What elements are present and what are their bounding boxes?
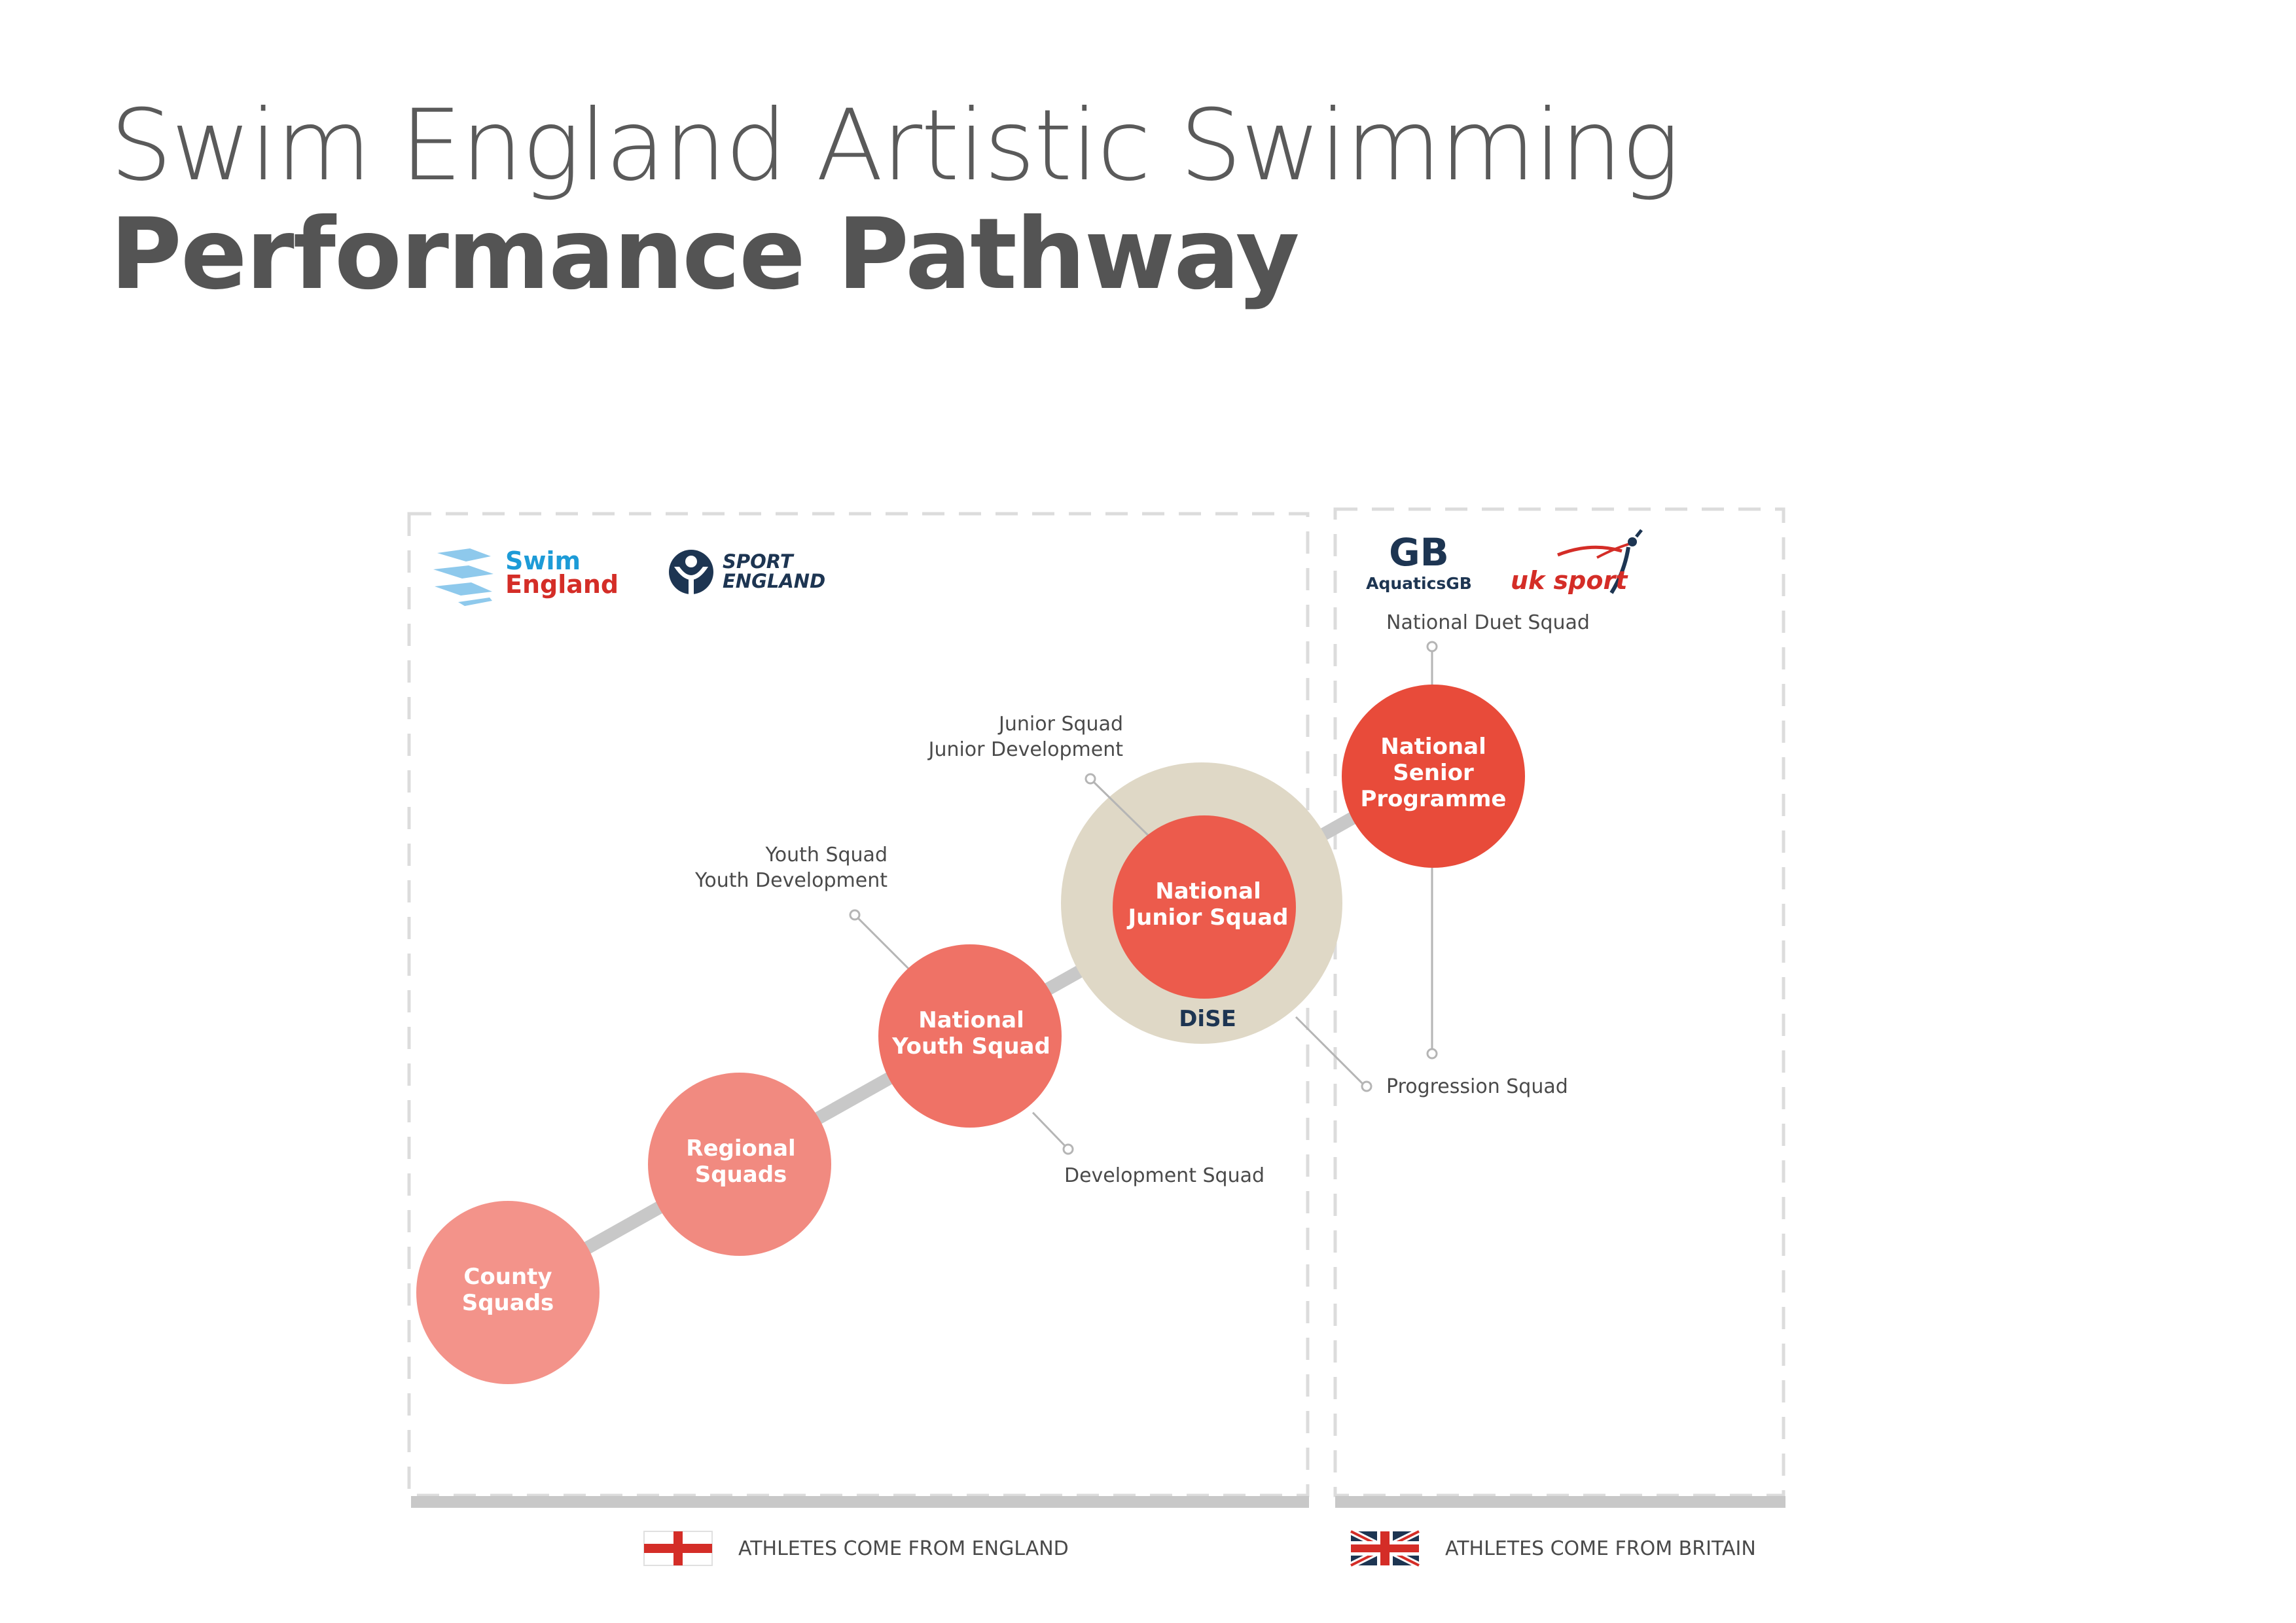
stage-regional: Regional Squads bbox=[648, 1073, 831, 1256]
aquatics-gb-logo: GB AquaticsGB bbox=[1366, 530, 1472, 593]
page-title-line2: Performance Pathway bbox=[110, 198, 1300, 312]
annotation-national-duet-squad: National Duet Squad bbox=[1386, 611, 1590, 634]
stage-label-line: National bbox=[1380, 734, 1486, 760]
sport-england-emblem-icon bbox=[669, 550, 713, 596]
stage-label-line: Senior bbox=[1393, 760, 1474, 786]
dise-label: DiSE bbox=[1179, 1006, 1236, 1032]
footer-england-label: ATHLETES COME FROM ENGLAND bbox=[738, 1537, 1069, 1560]
stage-label-line: Regional bbox=[686, 1135, 795, 1162]
stage-label-line: National bbox=[1155, 878, 1261, 904]
sport-england-line2: ENGLAND bbox=[723, 570, 825, 592]
stage-circle bbox=[878, 944, 1062, 1128]
uk-sport-text: uk sport bbox=[1511, 566, 1628, 595]
stage-circle bbox=[648, 1073, 831, 1256]
stage-youth: National Youth Squad bbox=[878, 944, 1062, 1128]
footer-britain-label: ATHLETES COME FROM BRITAIN bbox=[1445, 1537, 1756, 1560]
stage-label-line: National bbox=[918, 1007, 1024, 1033]
stage-label-line: County bbox=[463, 1264, 552, 1290]
aquatics-gb-mark-icon: GB bbox=[1389, 530, 1449, 575]
uk-flag-icon bbox=[1349, 1528, 1421, 1569]
britain-region-box bbox=[1333, 507, 1785, 1497]
sport-england-line1: SPORT bbox=[723, 550, 795, 573]
leader-dots bbox=[849, 641, 1438, 1155]
stage-circle bbox=[1113, 815, 1296, 999]
britain-bottom-bar bbox=[1335, 1496, 1785, 1508]
annotation-youth-development: Youth Development bbox=[694, 869, 888, 892]
sport-england-logo: SPORT ENGLAND bbox=[669, 550, 825, 596]
uk-sport-logo: uk sport bbox=[1511, 529, 1643, 595]
england-bottom-bar bbox=[411, 1496, 1309, 1508]
annotation-progression-squad: Progression Squad bbox=[1386, 1075, 1568, 1098]
stage-senior: National Senior Programme bbox=[1342, 685, 1525, 868]
annotation-youth-squad: Youth Squad bbox=[764, 844, 888, 866]
annotation-junior-squad: Junior Squad bbox=[997, 713, 1123, 736]
annotation-development-squad: Development Squad bbox=[1064, 1164, 1265, 1187]
stage-label-line: Junior Squad bbox=[1127, 904, 1289, 931]
stage-circle bbox=[1342, 685, 1525, 868]
swim-england-logo: Swim England bbox=[433, 546, 619, 606]
england-region-box bbox=[407, 512, 1310, 1497]
annotations: Junior Squad Junior Development Youth Sq… bbox=[694, 611, 1590, 1187]
swim-england-wave-icon bbox=[433, 548, 493, 606]
page-title-line1: Swim England Artistic Swimming bbox=[110, 89, 1680, 203]
stage-label-line: Squads bbox=[462, 1290, 554, 1316]
stage-label-line: Youth Squad bbox=[891, 1033, 1050, 1060]
stage-label-line: Squads bbox=[695, 1162, 787, 1188]
aquatics-gb-text: AquaticsGB bbox=[1366, 574, 1472, 593]
england-flag-icon bbox=[643, 1531, 713, 1566]
uk-sport-athlete-icon bbox=[1557, 529, 1643, 594]
stage-circle bbox=[416, 1201, 600, 1384]
annotation-junior-development: Junior Development bbox=[927, 738, 1124, 761]
stage-label-line: Programme bbox=[1360, 786, 1506, 812]
swim-england-line1: Swim bbox=[505, 546, 581, 575]
stage-junior: National Junior Squad bbox=[1113, 815, 1296, 999]
stage-county: County Squads bbox=[416, 1201, 600, 1384]
leader-lines bbox=[853, 648, 1433, 1150]
swim-england-line2: England bbox=[505, 570, 619, 599]
